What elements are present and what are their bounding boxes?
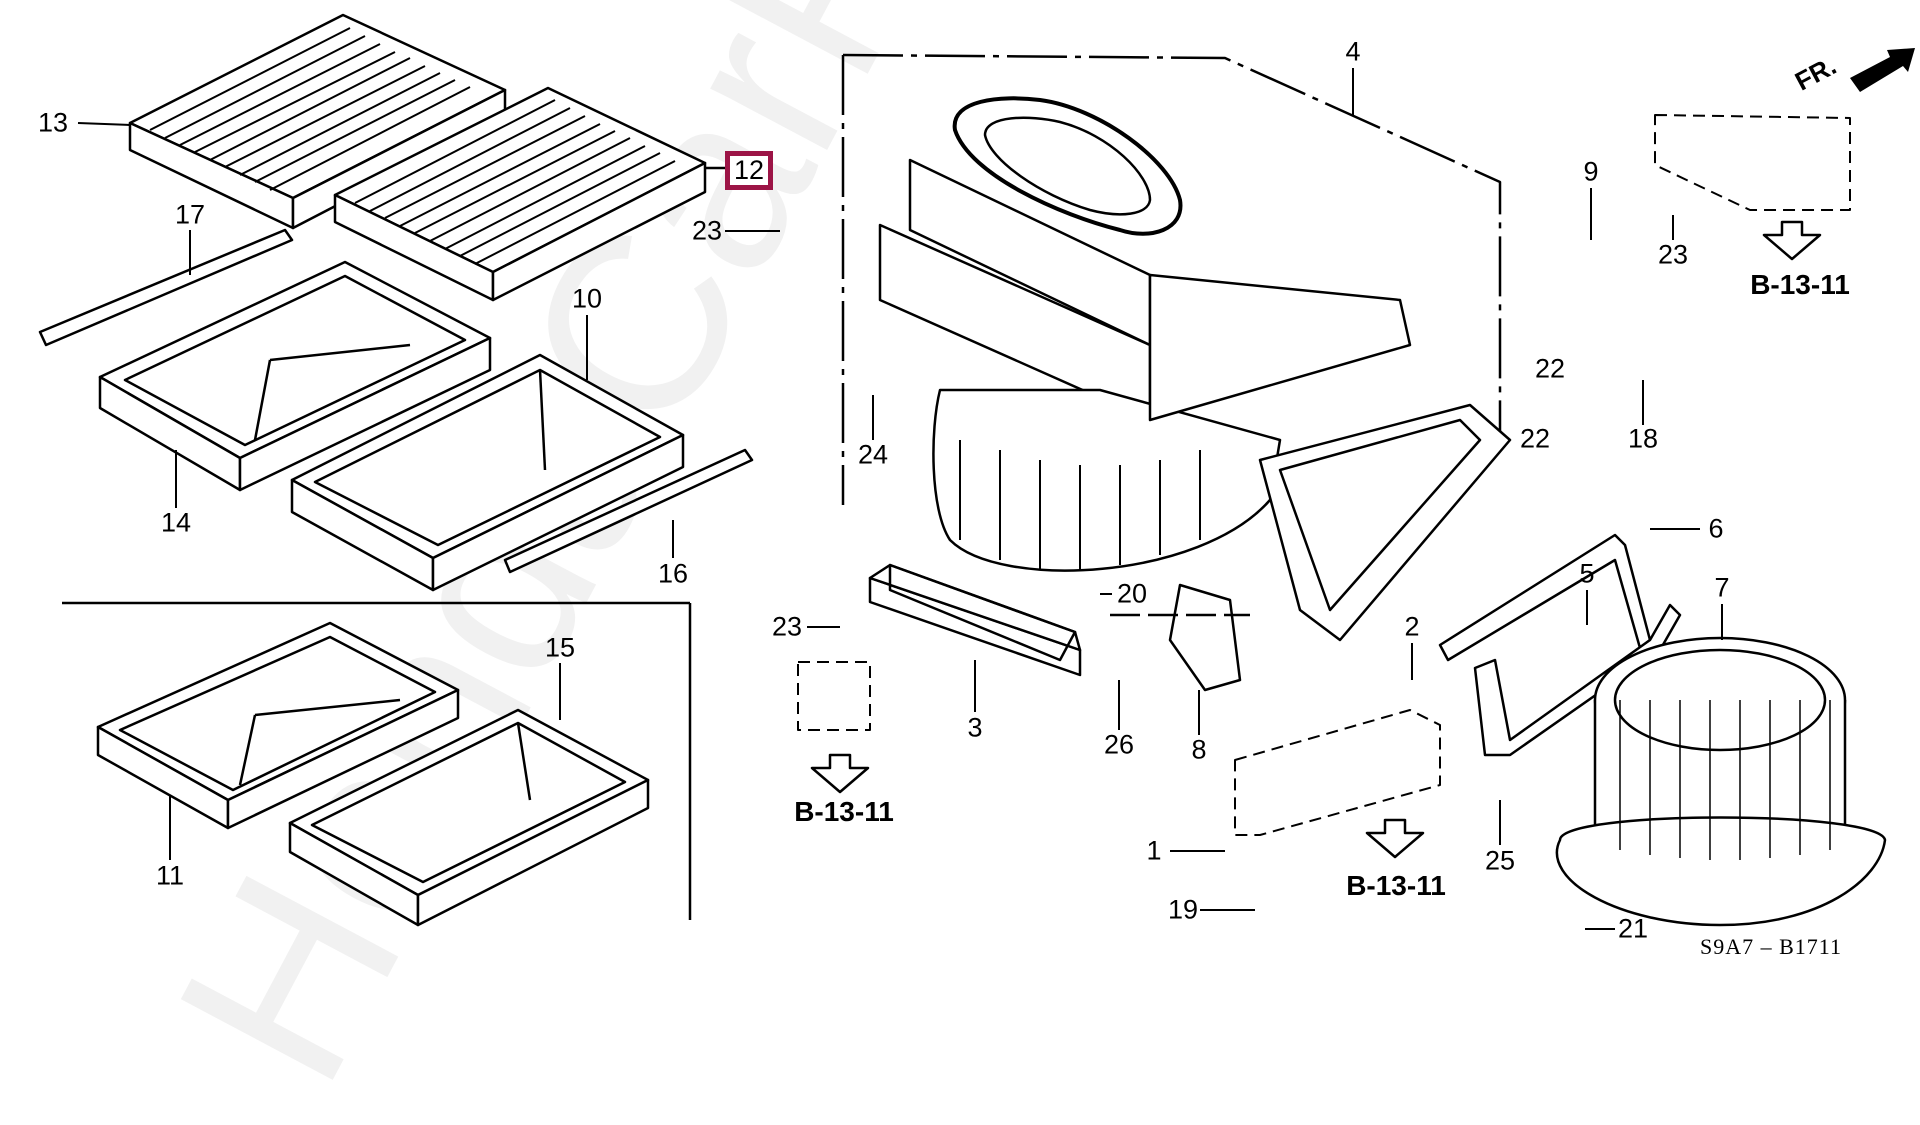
callout-23-upper-left[interactable]: 23 (691, 215, 723, 246)
callout-26[interactable]: 26 (1103, 729, 1135, 760)
down-arrow-bottom (1365, 818, 1425, 859)
callout-23-middle[interactable]: 23 (771, 611, 803, 642)
callout-11[interactable]: 11 (155, 860, 185, 891)
blower-motor-7-drawing (1555, 636, 1887, 927)
callout-7[interactable]: 7 (1714, 572, 1730, 603)
callout-2[interactable]: 2 (1404, 611, 1420, 642)
callout-10[interactable]: 10 (571, 283, 603, 314)
callout-20[interactable]: 20 (1116, 578, 1148, 609)
callout-8[interactable]: 8 (1191, 734, 1207, 765)
callout-15[interactable]: 15 (544, 632, 576, 663)
callout-9[interactable]: 9 (1583, 156, 1599, 187)
callout-12-label: 12 (733, 155, 765, 185)
diagram-artwork (38, 13, 1887, 930)
frame-11-drawing (96, 621, 460, 830)
callout-22-upper[interactable]: 22 (1534, 353, 1566, 384)
callout-17[interactable]: 17 (174, 199, 206, 230)
seal-17-drawing (38, 228, 294, 347)
filter-12-drawing (333, 86, 725, 302)
callout-22-lower[interactable]: 22 (1519, 423, 1551, 454)
reference-link-left[interactable]: B-13-11 (794, 796, 894, 827)
leader-lines (77, 68, 1723, 930)
grille-3-drawing (868, 563, 1082, 677)
callout-18[interactable]: 18 (1627, 423, 1659, 454)
front-direction-indicator: FR. (1790, 40, 1920, 110)
down-arrow-top-right (1762, 220, 1822, 261)
blower-housing-4-drawing (841, 53, 1512, 642)
filter-13-drawing (128, 13, 507, 230)
callout-13[interactable]: 13 (37, 107, 69, 138)
callout-14[interactable]: 14 (160, 507, 192, 538)
down-arrow-left (810, 753, 870, 794)
callout-6[interactable]: 6 (1708, 513, 1724, 544)
callout-16[interactable]: 16 (657, 558, 689, 589)
highlighted-part-12[interactable]: 12 (725, 151, 773, 190)
parts-diagram: HondaCarParts.ru (37, 0, 1920, 1123)
diagram-code: S9A7 – B1711 (1700, 934, 1842, 959)
callout-5[interactable]: 5 (1579, 558, 1595, 589)
callout-24[interactable]: 24 (857, 439, 889, 470)
frame-14-drawing (98, 260, 492, 492)
callout-25[interactable]: 25 (1484, 845, 1516, 876)
resistor-8-drawing (1168, 583, 1242, 692)
callout-23-right[interactable]: 23 (1657, 239, 1689, 270)
front-arrow-icon (1850, 48, 1915, 92)
frame-15-drawing (288, 708, 650, 927)
callout-1[interactable]: 1 (1146, 835, 1162, 866)
callout-4[interactable]: 4 (1345, 36, 1361, 67)
bolt-box-left (797, 661, 871, 731)
seal-16-drawing (503, 448, 754, 574)
reference-link-bottom[interactable]: B-13-11 (1346, 870, 1446, 901)
bolt-box-bottom (1234, 709, 1441, 836)
seal-6-drawing (1438, 533, 1652, 662)
callout-19[interactable]: 19 (1167, 894, 1199, 925)
bracket-box-top-right (1654, 114, 1851, 211)
callout-3[interactable]: 3 (967, 712, 983, 743)
frame-10-drawing (290, 353, 685, 592)
callout-21[interactable]: 21 (1617, 913, 1649, 944)
seal-5-drawing (1473, 603, 1682, 757)
reference-link-top-right[interactable]: B-13-11 (1750, 269, 1850, 300)
